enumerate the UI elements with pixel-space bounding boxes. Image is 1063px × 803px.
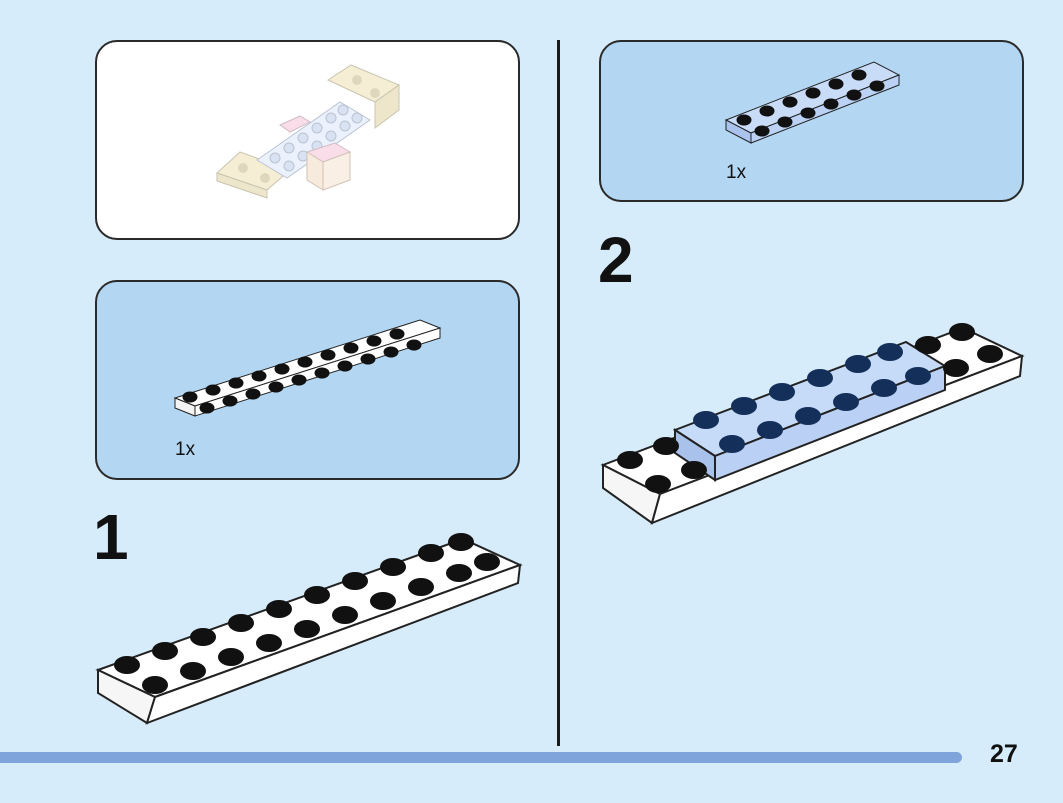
preview-panel <box>95 40 520 240</box>
page-number: 27 <box>990 740 1018 768</box>
step2-parts-panel: 1x <box>599 40 1024 202</box>
white-plate-2x10-icon <box>173 319 442 417</box>
step1-assembly-white-plate-icon <box>95 533 523 725</box>
completed-model-preview-icon <box>216 64 401 199</box>
step2-parts-quantity: 1x <box>726 162 747 183</box>
blue-plate-2x6-icon <box>724 61 901 144</box>
step2-assembly-icon <box>600 323 1025 525</box>
step1-parts-panel: 1x <box>95 280 520 480</box>
step2-number: 2 <box>598 224 634 296</box>
step1-parts-quantity: 1x <box>175 439 196 460</box>
progress-bar <box>0 752 962 763</box>
step1-number: 1 <box>93 501 129 573</box>
column-divider <box>557 40 560 746</box>
